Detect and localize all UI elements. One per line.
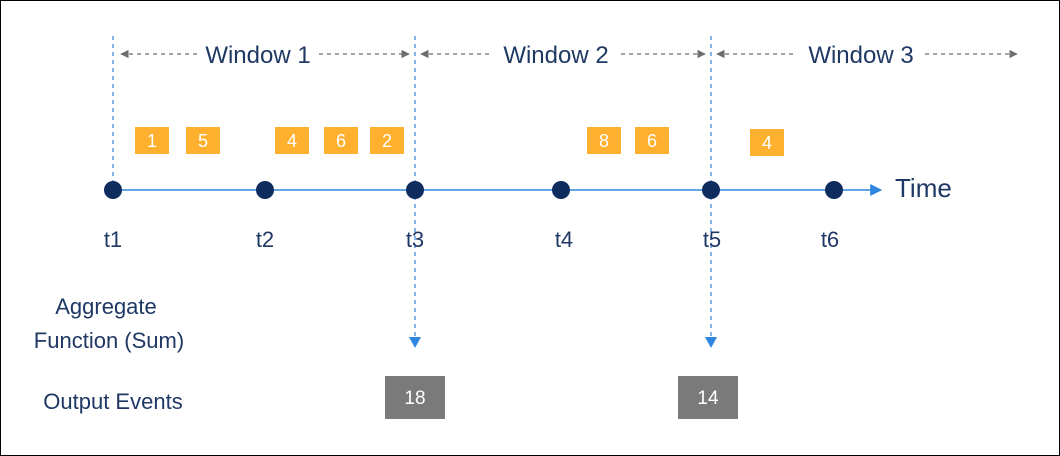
event-value: 6 [336, 131, 346, 151]
event-box [750, 129, 784, 156]
window-label-3: Window 3 [808, 42, 913, 69]
output-value: 14 [697, 388, 719, 409]
tick-label: t5 [703, 227, 721, 252]
event-box [635, 127, 669, 154]
output-box [678, 376, 738, 419]
timeline-node [406, 181, 424, 199]
output-value: 18 [404, 388, 425, 409]
output-box [385, 376, 445, 419]
event-value: 4 [287, 131, 297, 151]
down-arrow-head [409, 337, 421, 348]
tick-label: t2 [256, 227, 274, 252]
timeline-node [104, 181, 122, 199]
axis-label: Time [895, 173, 952, 203]
event-value: 1 [147, 131, 157, 151]
event-value: 8 [599, 131, 609, 151]
event-value: 6 [647, 131, 657, 151]
timeline-node [702, 181, 720, 199]
window-label-1: Window 1 [205, 42, 310, 69]
event-value: 4 [762, 133, 772, 153]
event-box [275, 127, 309, 154]
tick-label: t3 [406, 227, 424, 252]
event-box [587, 127, 621, 154]
event-box [135, 127, 169, 154]
event-value: 5 [198, 131, 208, 151]
tick-label: t4 [555, 227, 573, 252]
timeline-node [552, 181, 570, 199]
timeline-node [256, 181, 274, 199]
event-box [186, 127, 220, 154]
event-box [370, 127, 404, 154]
down-arrow-head [705, 337, 717, 348]
event-box [324, 127, 358, 154]
aggregate-label-line1: Aggregate [55, 294, 157, 319]
tick-label: t1 [104, 227, 122, 252]
event-value: 2 [382, 131, 392, 151]
aggregate-label-line2: Function (Sum) [34, 328, 184, 353]
output-events-label: Output Events [43, 389, 182, 414]
tick-label: t6 [821, 227, 839, 252]
timeline-node [825, 181, 843, 199]
window-label-2: Window 2 [503, 42, 608, 69]
